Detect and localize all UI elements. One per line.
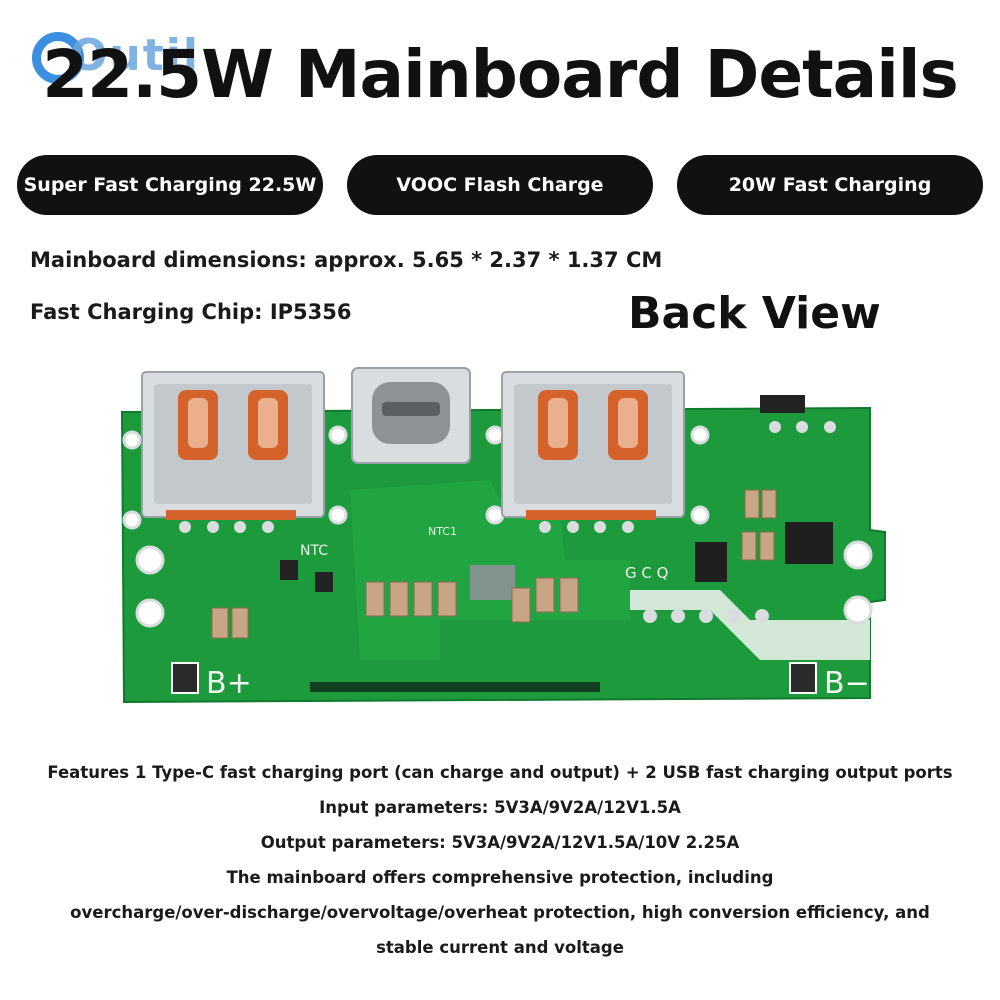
mainboard-image: NTC NTC1 G C Q B+ B− — [120, 367, 886, 704]
spec-dimensions: Mainboard dimensions: approx. 5.65 * 2.3… — [30, 248, 663, 272]
mount-hole — [485, 505, 505, 525]
spec-chip: Fast Charging Chip: IP5356 — [30, 300, 352, 324]
ic-chip — [280, 560, 298, 580]
badge-20w-fast-charging: 20W Fast Charging — [677, 155, 983, 215]
mount-hole — [328, 425, 348, 445]
silk-gcq: G C Q — [625, 564, 668, 582]
mount-hole — [690, 505, 710, 525]
logo-ring-icon — [32, 32, 84, 84]
ic-chip — [315, 572, 333, 592]
mount-hole — [485, 425, 505, 445]
feature-ports: Features 1 Type-C fast charging port (ca… — [47, 763, 953, 782]
push-switch — [760, 395, 805, 413]
b-plus-pad — [171, 662, 199, 694]
mount-hole — [135, 545, 165, 575]
silk-b-minus: B− — [824, 666, 870, 701]
ic-chip — [695, 542, 727, 582]
feature-protection-1: The mainboard offers comprehensive prote… — [226, 868, 774, 887]
ic-chip — [785, 522, 833, 564]
mount-hole — [843, 595, 873, 625]
badge-vooc-flash-charge: VOOC Flash Charge — [347, 155, 653, 215]
capacitors — [211, 489, 777, 639]
logo-text: Outil — [70, 30, 200, 81]
badge-super-fast-charging: Super Fast Charging 22.5W — [17, 155, 323, 215]
feature-input: Input parameters: 5V3A/9V2A/12V1.5A — [319, 798, 681, 817]
feature-protection-3: stable current and voltage — [376, 938, 624, 957]
mount-hole — [328, 505, 348, 525]
silk-ntc: NTC — [300, 543, 328, 559]
pcb-trace — [310, 682, 600, 692]
view-label: Back View — [628, 288, 881, 339]
pcb-trace — [630, 590, 870, 660]
silk-b-plus: B+ — [206, 666, 252, 701]
mount-hole — [122, 510, 142, 530]
usb-port-left — [141, 371, 325, 520]
ic-chip — [470, 565, 515, 600]
mount-hole — [690, 425, 710, 445]
brand-logo: Outil — [30, 30, 200, 90]
solder-pads — [179, 421, 836, 623]
usb-port-right — [501, 371, 685, 520]
mount-hole — [135, 598, 165, 628]
silk-ntc1: NTC1 — [428, 525, 457, 538]
features-block: Features 1 Type-C fast charging port (ca… — [0, 755, 1000, 965]
feature-output: Output parameters: 5V3A/9V2A/12V1.5A/10V… — [260, 833, 740, 852]
page-title: 22.5W Mainboard Details — [42, 36, 959, 113]
mount-hole — [843, 540, 873, 570]
b-minus-pad — [789, 662, 817, 694]
mount-hole — [122, 430, 142, 450]
feature-protection-2: overcharge/over-discharge/overvoltage/ov… — [70, 903, 930, 922]
type-c-port — [351, 367, 471, 464]
